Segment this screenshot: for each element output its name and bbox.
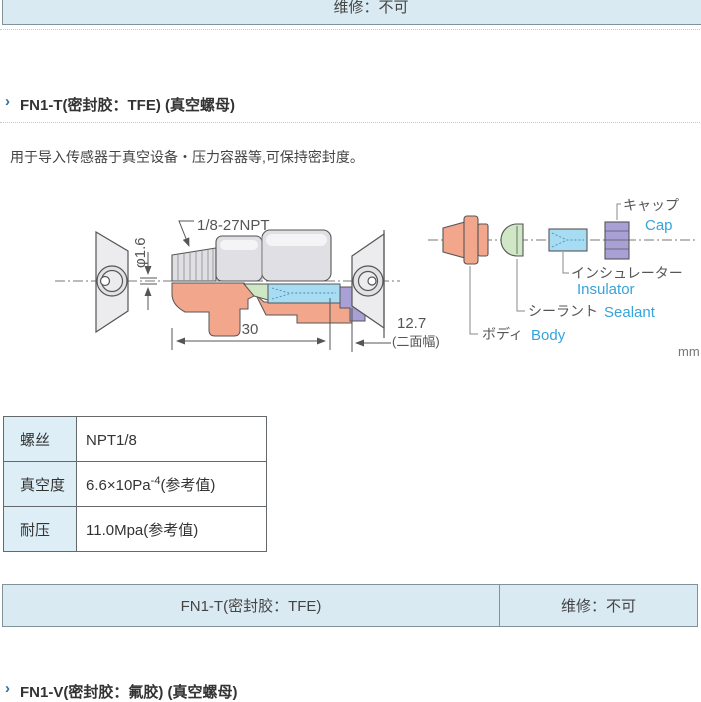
dimension-diameter: φ1.6	[132, 237, 157, 310]
diameter-label: φ1.6	[132, 237, 149, 268]
sealant-label-jp: シーラント	[528, 303, 598, 319]
cap-label-en: Cap	[645, 217, 673, 234]
leader-lines	[469, 203, 621, 335]
maintenance-status: 维修：不可	[333, 0, 409, 16]
dimension-thread: 1/8-27NPT	[178, 217, 270, 247]
spec-table: 螺丝 NPT1/8 真空度 6.6×10Pa-4(参考值) 耐压 11.0Mpa…	[3, 416, 267, 552]
insulator-label-jp: インシュレーター	[571, 265, 683, 281]
sealant-label-en: Sealant	[604, 304, 656, 321]
body-section-shape	[171, 282, 257, 337]
insulator-section-shape	[267, 283, 341, 304]
spec-value: 11.0Mpa(参考值)	[76, 506, 267, 552]
spec-value: NPT1/8	[76, 416, 267, 462]
next-section-heading: › FN1-V(密封胶：氟胶) (真空螺母)	[5, 680, 238, 702]
leader-insulator	[562, 252, 569, 274]
unit-label: mm	[678, 344, 700, 359]
section-divider-dotted	[0, 29, 701, 30]
hex-end-view-left	[95, 230, 129, 334]
fitting-section-parts	[171, 282, 366, 337]
exploded-view	[442, 215, 630, 265]
table-row: 耐压 11.0Mpa(参考值)	[3, 506, 267, 552]
flats-label: 12.7	[397, 315, 426, 332]
spec-value: 6.6×10Pa-4(参考值)	[76, 461, 267, 507]
leader-sealant	[516, 259, 525, 312]
thread-shape	[171, 247, 217, 282]
model-cell: FN1-T(密封胶：TFE)	[180, 598, 322, 615]
chevron-right-icon: ›	[5, 680, 10, 697]
thread-label: 1/8-27NPT	[197, 217, 270, 234]
dimension-flats: 12.7 (二面幅)	[351, 308, 440, 352]
body-label-en: Body	[531, 327, 566, 344]
dimension-length: 30	[171, 298, 331, 350]
body-label-jp: ボディ	[482, 326, 523, 342]
length-label: 30	[242, 321, 259, 338]
next-section-title: FN1-V(密封胶：氟胶) (真空螺母)	[20, 684, 238, 701]
chevron-right-icon: ›	[5, 93, 10, 110]
spec-label: 螺丝	[3, 416, 77, 462]
cap-label-jp: キャップ	[623, 197, 679, 213]
heading-divider-dotted	[0, 122, 701, 123]
section-heading: › FN1-T(密封胶：TFE) (真空螺母)	[5, 93, 235, 115]
insulator-part-shape	[548, 228, 588, 252]
product-description: 用于导入传感器于真空设备・压力容器等,可保持密封度。	[10, 149, 364, 165]
maintenance-cell: 维修：不可	[499, 585, 697, 626]
body-part-shape	[442, 215, 489, 265]
table-row: 真空度 6.6×10Pa-4(参考值)	[3, 461, 267, 507]
leader-body	[469, 266, 478, 335]
cap-part-shape	[604, 221, 630, 260]
leader-cap	[616, 203, 621, 220]
hex-end-view-right	[351, 230, 385, 338]
spec-label: 耐压	[3, 506, 77, 552]
flats-note: (二面幅)	[392, 334, 440, 349]
sealant-part-shape	[500, 223, 524, 257]
table-row: 螺丝 NPT1/8	[3, 416, 267, 462]
previous-product-maintenance-row: 维修：不可	[2, 0, 701, 25]
technical-diagram: φ1.6 1/8-27NPT 30	[55, 197, 700, 359]
fitting-metal-body	[171, 229, 332, 282]
spec-label: 真空度	[3, 461, 77, 507]
insulator-label-en: Insulator	[577, 281, 635, 298]
section-title: FN1-T(密封胶：TFE) (真空螺母)	[20, 97, 235, 114]
product-summary-row: FN1-T(密封胶：TFE) 维修：不可	[2, 584, 698, 627]
